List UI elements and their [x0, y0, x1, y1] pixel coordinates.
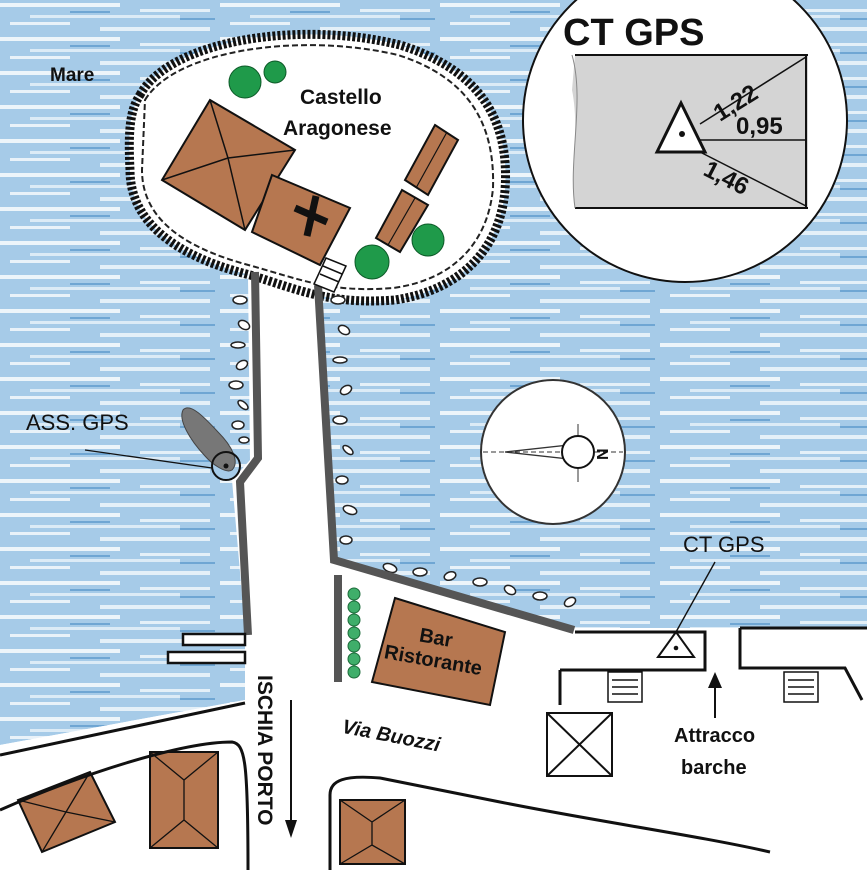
house-bottom-right — [339, 799, 406, 865]
castle-label-line1: Castello — [300, 86, 382, 109]
gps-assist-label: ASS. GPS — [26, 410, 129, 435]
land-area — [0, 275, 867, 871]
bar-ristorante-building — [370, 596, 507, 707]
sea-label: Mare — [50, 65, 94, 86]
cross-icon — [293, 195, 329, 237]
road-lines — [0, 626, 867, 871]
castle-tower-lower — [374, 188, 430, 254]
kiosk-box — [546, 712, 613, 777]
compass-north-letter: N — [595, 448, 612, 460]
mooring-arrow-icon — [708, 672, 722, 718]
inset-distance-middle: 0,95 — [736, 113, 783, 140]
ct-gps-marker-label: CT GPS — [683, 532, 765, 557]
tree-icon — [228, 60, 445, 280]
ct-gps-marker-icon — [656, 561, 716, 658]
causeway — [236, 272, 340, 700]
castle-label-line2: Aragonese — [283, 117, 392, 140]
causeway-edge-left — [235, 271, 263, 636]
inset-title: CT GPS — [563, 12, 704, 54]
pier-left — [166, 632, 247, 665]
road-label: ISCHIA PORTO — [253, 675, 276, 826]
mooring-label-line2: barche — [681, 757, 747, 779]
rock-breakwater-left — [228, 295, 251, 444]
mooring-label-line1: Attracco — [674, 725, 755, 747]
gps-assist-marker — [84, 407, 241, 481]
ct-gps-inset — [522, 0, 848, 283]
road-direction-arrow-icon — [285, 700, 297, 838]
causeway-edge-right — [314, 284, 576, 634]
compass-rose — [480, 379, 626, 525]
quay-stairs — [607, 671, 819, 703]
hedge — [347, 587, 361, 679]
rock-breakwater-right — [330, 295, 577, 608]
castle-tower-upper — [403, 123, 460, 197]
castle-stairs — [312, 257, 348, 293]
house-bottom-middle — [149, 751, 219, 849]
castle-church — [160, 98, 352, 267]
